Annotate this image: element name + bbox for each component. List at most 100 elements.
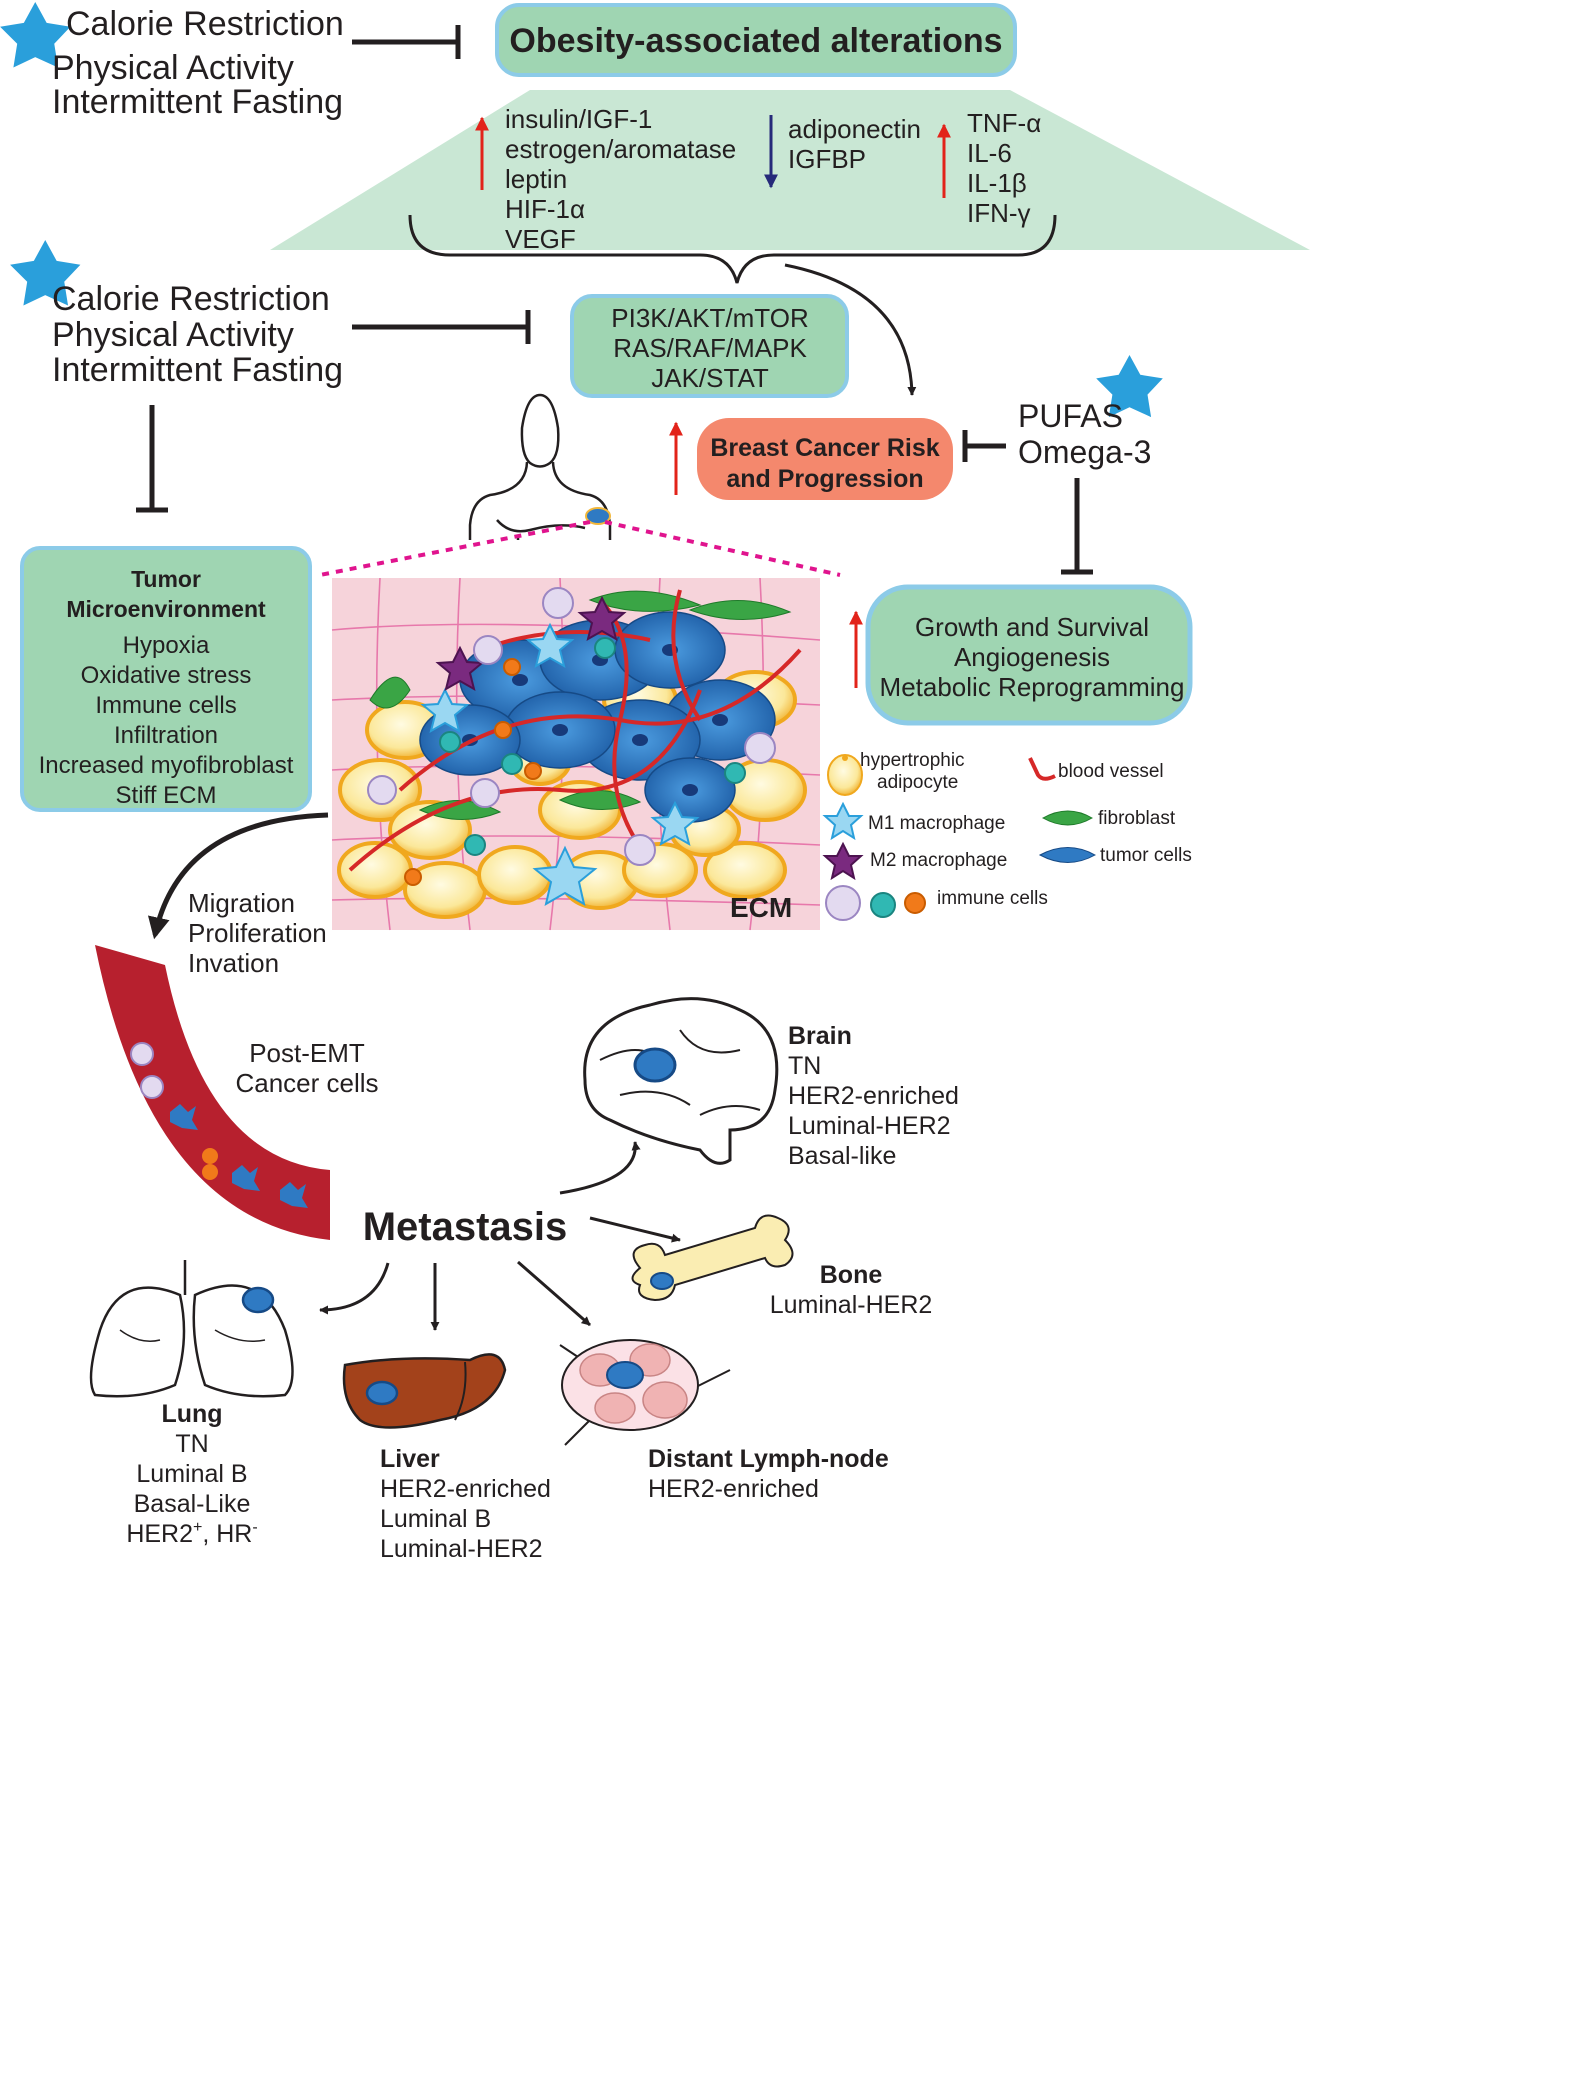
down-item-1: adiponectin [788,114,921,144]
growth-line-3: Metabolic Reprogramming [880,672,1185,702]
brain-title: Brain [788,1022,852,1050]
tme-item-5: Increased myofibroblast [39,752,294,779]
intervention-mid-2: Physical Activity [52,316,294,354]
risk-line-2: and Progression [726,465,923,493]
inhibit-arrow-down-tme [136,405,168,513]
down-item-2: IGFBP [788,144,866,174]
intervention-top-2: Physical Activity [52,49,294,87]
ecm-label: ECM [730,892,792,923]
circulating-cells [130,1042,308,1208]
arrow-to-bone [589,1216,681,1243]
bone-item-1: Luminal-HER2 [770,1291,933,1319]
growth-box [865,584,1193,726]
legend-adipocyte-2: adipocyte [877,772,958,793]
tme-box [20,546,312,812]
lung-hr-sup: - [252,1519,257,1536]
arrow-to-lung [319,1262,390,1315]
tme-title-1: Tumor [131,566,201,592]
legend-blood-vessel: blood vessel [1058,761,1164,782]
star-icon-pufas [1096,355,1163,418]
lung-item-2: Luminal B [136,1460,247,1488]
inhibit-arrow-top [352,25,461,59]
up-item-4: HIF-1α [505,194,585,224]
tme-item-4: Infiltration [114,722,218,749]
risk-line-1: Breast Cancer Risk [710,434,939,462]
arrow-to-brain [559,1141,641,1195]
arrow-to-risk [784,263,917,396]
pufas-line-1: PUFAS [1018,398,1123,434]
cytokine-4: IFN-γ [967,198,1031,228]
growth-line-1: Growth and Survival [915,612,1149,642]
migration-1: Migration [188,888,295,918]
brain-item-2: HER2-enriched [788,1082,959,1110]
woman-outline [468,393,612,540]
legend-m1: M1 macrophage [868,813,1005,834]
legend-immune: immune cells [937,888,1048,909]
inhibit-arrow-risk [962,430,1006,462]
liver-illustration [342,1353,507,1429]
legend-fibroblast: fibroblast [1098,808,1176,829]
lung-item-1: TN [175,1430,208,1458]
liver-item-2: Luminal B [380,1505,491,1533]
lymph-item-1: HER2-enriched [648,1475,819,1503]
growth-line-2: Angiogenesis [954,642,1110,672]
migration-arrow [148,812,329,940]
lung-item-3: Basal-Like [134,1490,251,1518]
obesity-trapezoid [270,90,1310,250]
lung-title: Lung [161,1400,222,1428]
pathways-box [570,294,849,398]
lung-her2-sup: + [193,1519,202,1536]
lung-illustration [89,1260,294,1398]
legend: hypertrophic adipocyte blood vessel M1 m… [822,750,1192,921]
zoom-dotted-line-right [604,520,841,577]
risk-box [697,418,953,500]
brain-item-1: TN [788,1052,821,1080]
up-item-1: insulin/IGF-1 [505,104,652,134]
brain-item-4: Basal-like [788,1142,896,1170]
intervention-top-1: Calorie Restriction [66,5,344,43]
tme-item-1: Hypoxia [123,632,210,659]
up-item-5: VEGF [505,224,576,254]
pufas-line-2: Omega-3 [1018,434,1151,470]
up-item-3: leptin [505,164,567,194]
legend-adipocyte-1: hypertrophic [860,750,965,771]
cytokine-2: IL-6 [967,138,1012,168]
star-icon-top [0,2,71,68]
pathway-2: RAS/RAF/MAPK [613,333,807,363]
arrow-to-lymph [517,1260,591,1327]
bone-title: Bone [820,1261,883,1289]
tme-title-2: Microenvironment [66,596,266,622]
liver-title: Liver [380,1445,440,1473]
inhibit-arrow-mid [352,310,531,344]
intervention-mid-3: Intermittent Fasting [52,351,343,389]
blood-vessel-band [95,945,330,1240]
obesity-title-box [495,3,1017,77]
migration-2: Proliferation [188,918,327,948]
tme-item-2: Oxidative stress [81,662,252,689]
lymph-title: Distant Lymph-node [648,1445,889,1473]
liver-item-3: Luminal-HER2 [380,1535,543,1563]
post-emt-1: Post-EMT [249,1038,365,1068]
up-item-2: estrogen/aromatase [505,134,736,164]
star-icon-mid [10,240,81,306]
inhibit-arrow-growth [1061,478,1093,575]
brain-item-3: Luminal-HER2 [788,1112,951,1140]
legend-tumor: tumor cells [1100,845,1192,866]
brain-illustration [583,997,779,1165]
pathway-1: PI3K/AKT/mTOR [611,303,808,333]
bone-illustration [631,1214,794,1302]
tme-item-3: Immune cells [95,692,236,719]
lung-item-4: HER2+, HR- [126,1519,257,1548]
intervention-mid-1: Calorie Restriction [52,280,330,318]
cytokine-3: IL-1β [967,168,1027,198]
intervention-top-3: Intermittent Fasting [52,83,343,121]
lung-hr: , HR [202,1520,252,1548]
lymph-node-illustration [559,1339,731,1446]
post-emt-2: Cancer cells [235,1068,378,1098]
pathway-3: JAK/STAT [651,363,769,393]
migration-3: Invation [188,948,279,978]
tme-item-6: Stiff ECM [116,782,217,809]
metastasis-label: Metastasis [363,1205,568,1249]
obesity-title: Obesity-associated alterations [509,22,1002,60]
